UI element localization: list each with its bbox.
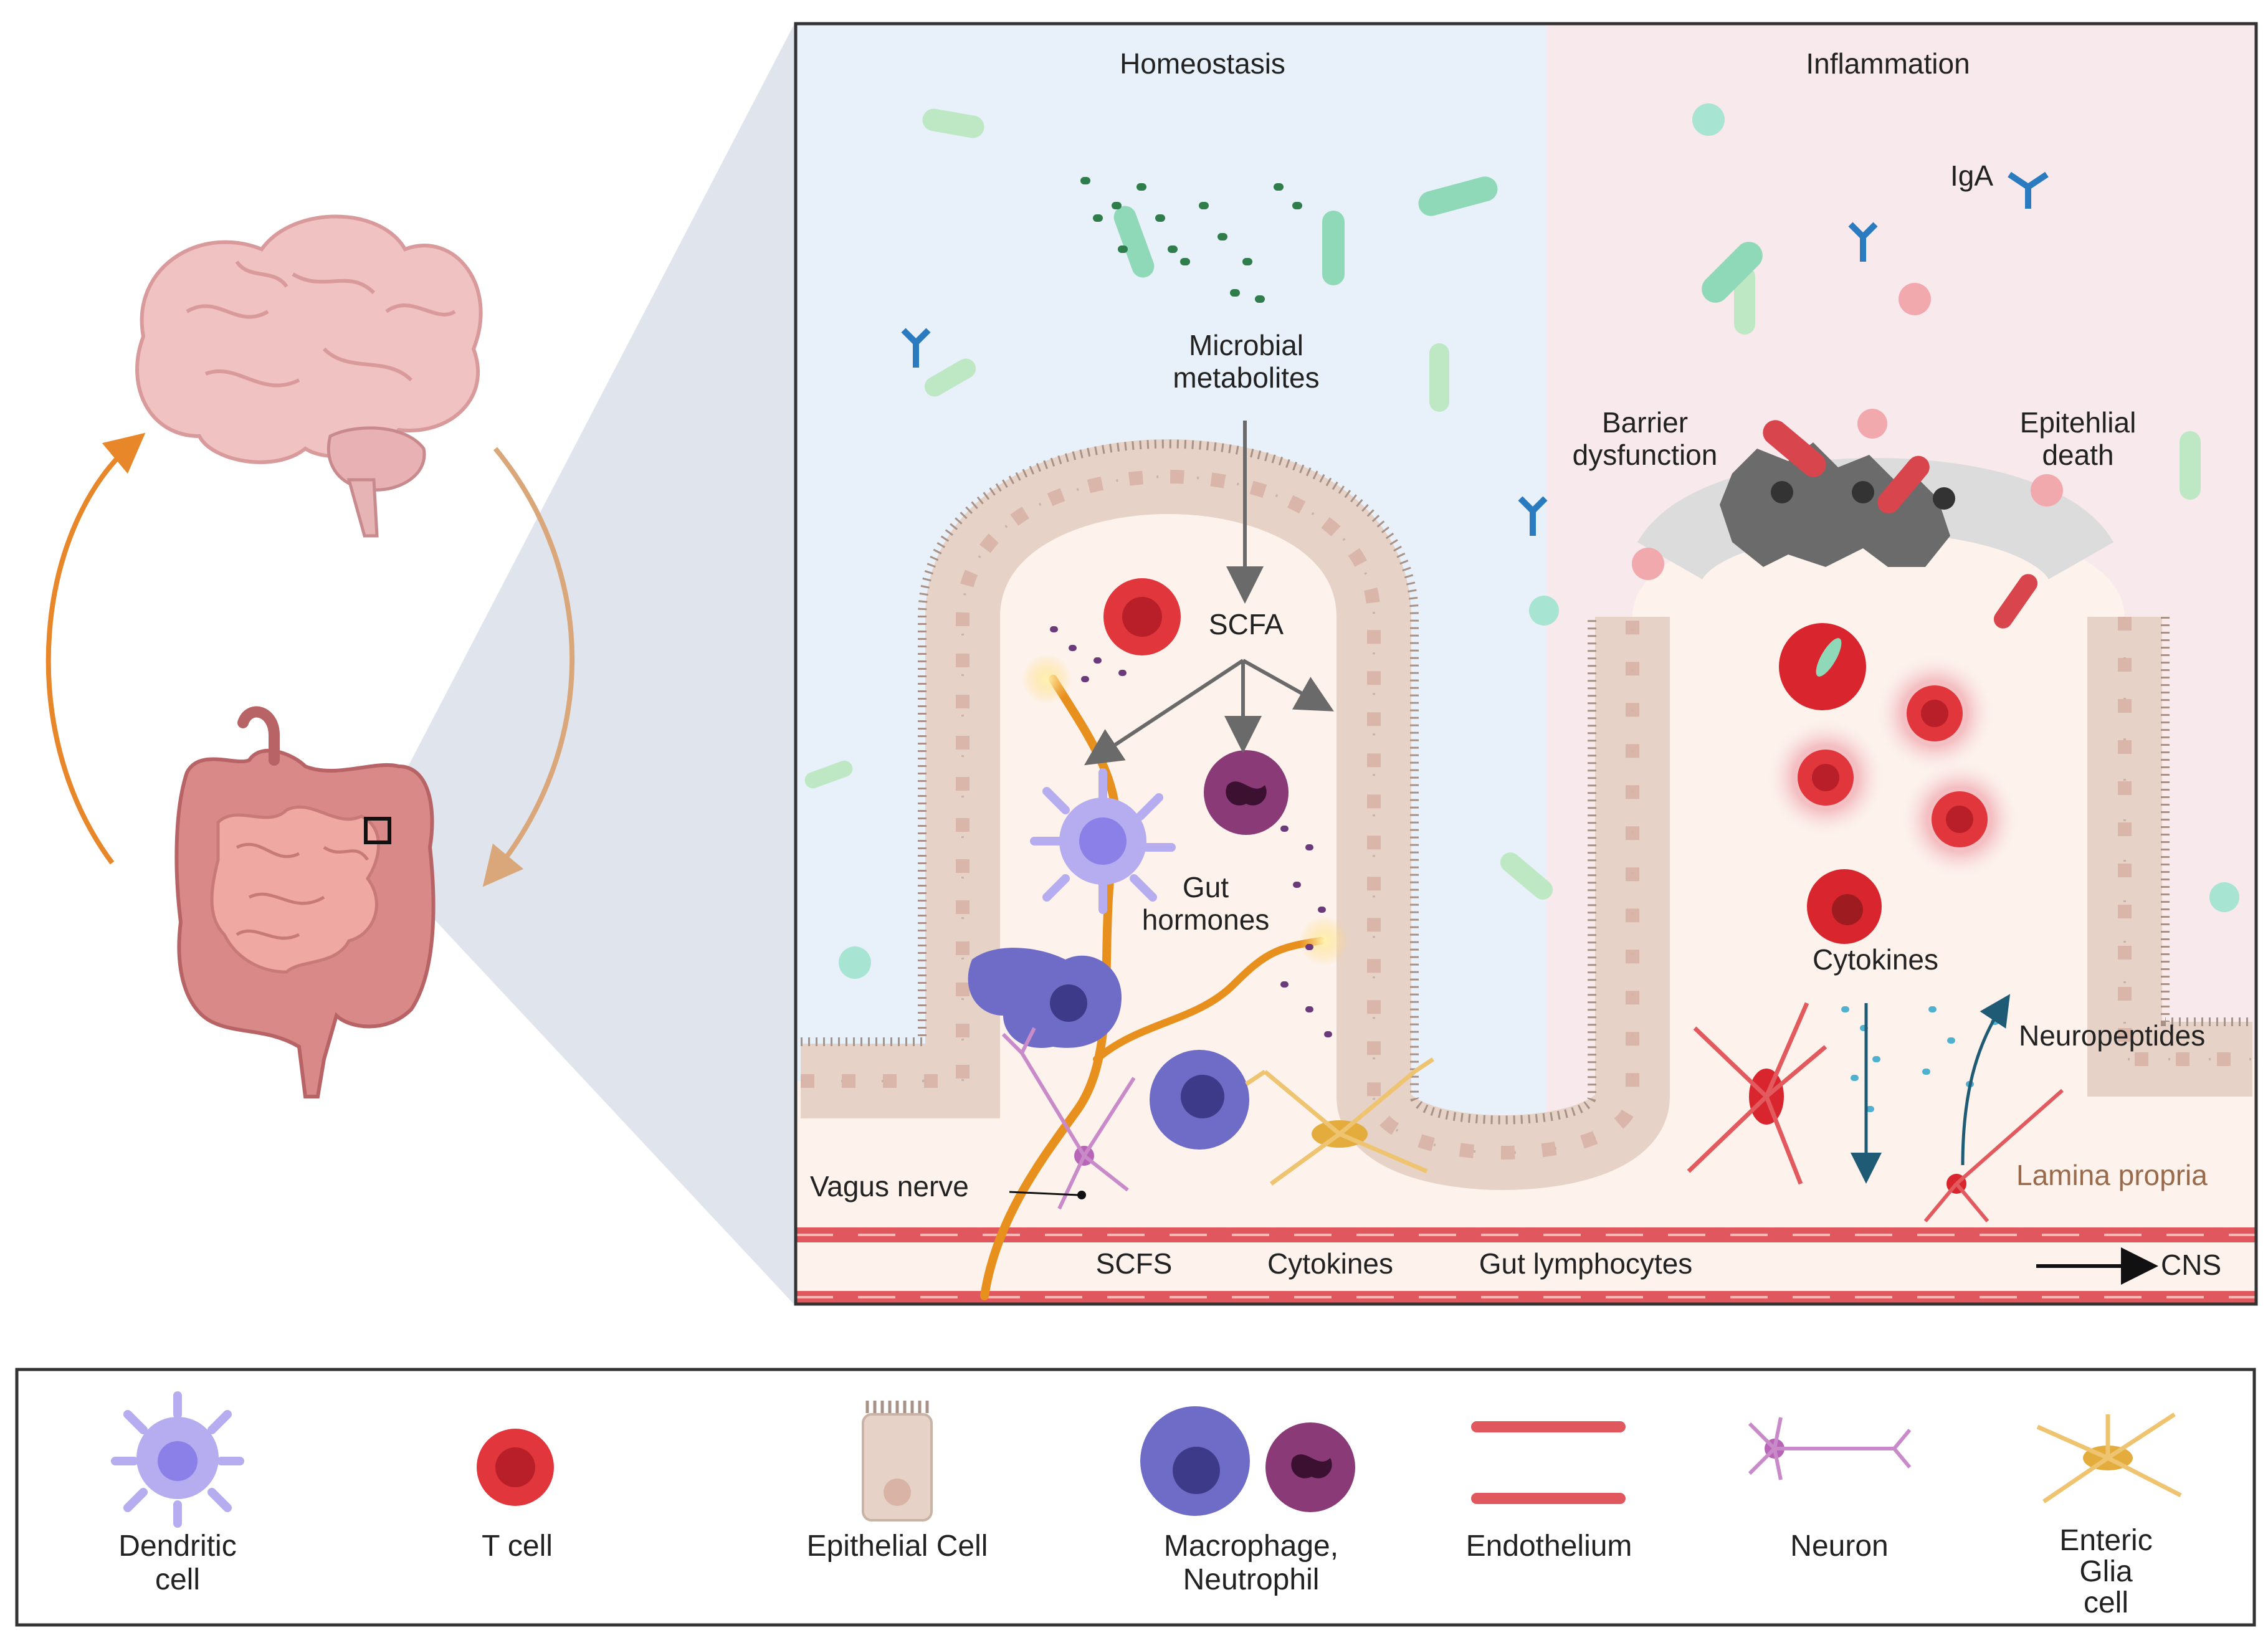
macrophage-2 xyxy=(1150,1050,1249,1150)
enteric-glia-homeostasis xyxy=(1245,1057,1434,1186)
scfa-label: SCFA xyxy=(1208,608,1284,641)
neuron-homeostasis xyxy=(1001,1027,1136,1210)
dendritic-cell xyxy=(1030,768,1176,914)
vessel-lymphocytes-label: Gut lymphocytes xyxy=(1479,1247,1693,1280)
legend-label-epithelial: Epithelial Cell xyxy=(806,1530,988,1563)
main-panel xyxy=(794,22,2258,1306)
neuron-inflammation xyxy=(1687,1002,2064,1222)
bacteria xyxy=(804,108,2201,900)
macrophage xyxy=(968,948,1122,1048)
flow-arrows xyxy=(1009,421,2158,1285)
blood-vessel xyxy=(796,1227,2256,1303)
legend-box xyxy=(15,1368,2256,1627)
legend-label-t-cell: T cell xyxy=(482,1530,553,1563)
legend-label-dendritic: Dendritic cell xyxy=(118,1530,237,1596)
homeostasis-title: Homeostasis xyxy=(1120,47,1285,80)
cytokines-inflammation-label: Cytokines xyxy=(1813,943,1938,976)
endothelium-icon xyxy=(1471,1421,1626,1504)
damaged-epithelium xyxy=(1637,442,2114,582)
zoom-box xyxy=(364,817,391,844)
intestine-illustration xyxy=(174,706,436,1098)
microbial-metabolites-label: Microbial metabolites xyxy=(1173,329,1320,394)
epithelium-cell-borders xyxy=(801,475,2252,1154)
neuropeptides-label: Neuropeptides xyxy=(2019,1019,2206,1052)
zoom-wedge xyxy=(376,24,794,1305)
floating-particles xyxy=(839,103,2239,979)
antibodies xyxy=(901,171,2049,536)
barrier-dysfunction-label: Barrier dysfunction xyxy=(1572,406,1718,471)
lamina-propria-label: Lamina propria xyxy=(2016,1159,2208,1191)
legend-label-neuron: Neuron xyxy=(1790,1530,1889,1563)
iga-label: IgA xyxy=(1950,160,1994,192)
brain-gut-arrows xyxy=(45,432,575,887)
panel-border xyxy=(794,22,2258,1306)
enteric-glia-icon xyxy=(2036,1412,2182,1503)
vagus-nerve-label: Vagus nerve xyxy=(810,1170,969,1202)
neutrophil xyxy=(1204,750,1289,835)
activated-t-cells xyxy=(1766,654,2019,879)
epithelium-nuclei xyxy=(801,470,2252,1160)
dendritic-cell-icon xyxy=(111,1391,244,1528)
legend-label-endothelium: Endothelium xyxy=(1465,1530,1632,1563)
legend-label-enteric-glia: Enteric Glia cell xyxy=(2059,1524,2153,1619)
gut-hormones-label: Gut hormones xyxy=(1141,871,1270,936)
inflammation-title: Inflammation xyxy=(1806,47,1970,80)
cns-label: CNS xyxy=(2161,1249,2222,1281)
epithelial-cell-icon xyxy=(862,1401,933,1522)
brain-illustration xyxy=(135,214,483,538)
t-cell-icon xyxy=(477,1429,554,1506)
inflammatory-macrophages xyxy=(1779,623,1882,944)
epithelial-death-label: Epitehlial death xyxy=(2019,406,2137,471)
vessel-scfs-label: SCFS xyxy=(1095,1247,1173,1280)
macrophage-neutrophil-icon xyxy=(1140,1406,1355,1516)
vessel-cytokines-label: Cytokines xyxy=(1267,1247,1393,1280)
legend-label-macrophage-neutrophil: Macrophage, Neutrophil xyxy=(1163,1530,1339,1596)
neuron-icon xyxy=(1748,1417,1912,1480)
t-cell xyxy=(1103,578,1181,655)
microvilli xyxy=(801,439,2252,1125)
metabolite-dots xyxy=(1050,177,1999,1112)
